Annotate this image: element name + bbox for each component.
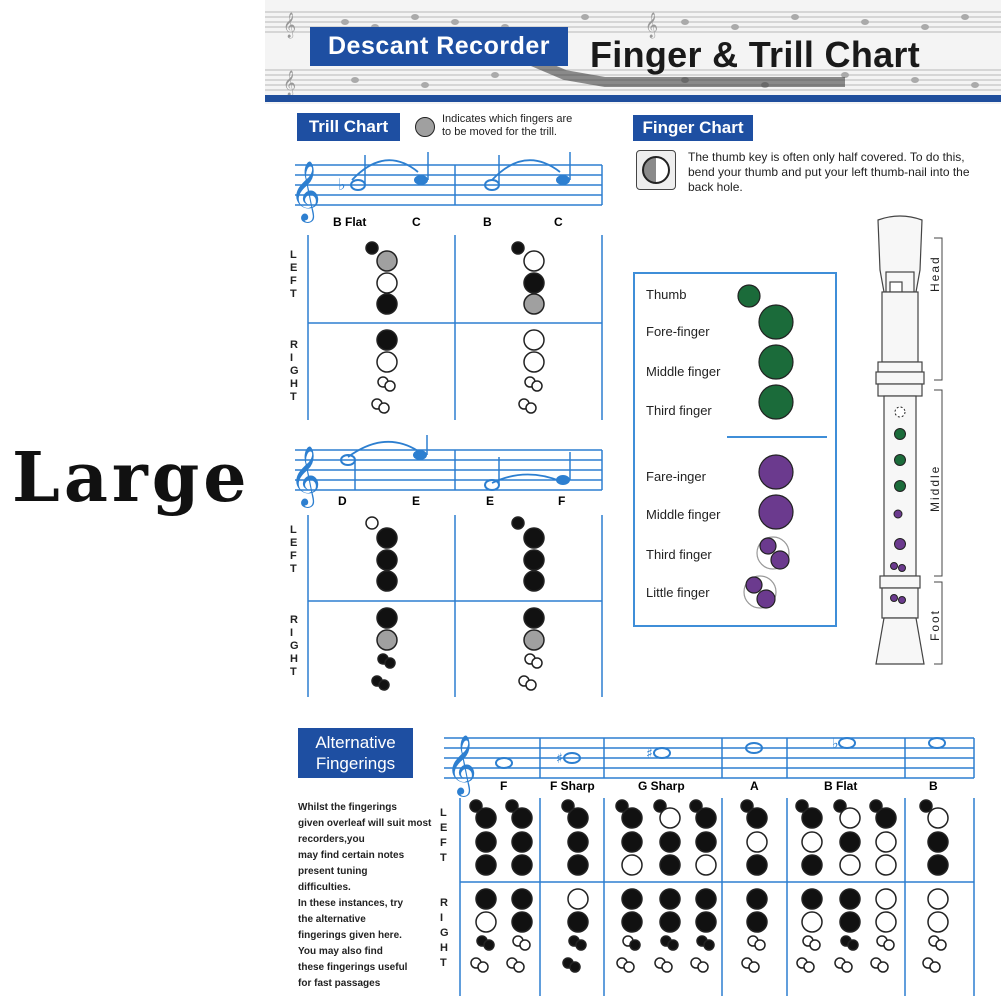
trill-note-label: B Flat — [333, 215, 366, 229]
svg-text:T: T — [290, 391, 297, 403]
svg-text:𝄞: 𝄞 — [283, 70, 296, 96]
svg-text:F: F — [290, 550, 297, 562]
alt-text-line: In these instances, try — [298, 898, 404, 909]
trill-note-label: B — [483, 215, 492, 229]
svg-text:E: E — [290, 537, 297, 549]
svg-text:T: T — [290, 666, 297, 678]
finger-label-third-right: Third finger — [646, 547, 712, 562]
alt-text-line: Whilst the fingerings — [298, 802, 397, 813]
trill-note-label: E — [412, 494, 420, 508]
finger-label-little: Little finger — [646, 585, 710, 600]
svg-text:I: I — [290, 627, 293, 639]
svg-text:I: I — [440, 912, 443, 924]
svg-text:G: G — [440, 927, 449, 939]
alt-note-label: F — [500, 779, 507, 793]
treble-clef-icon: 𝄞 — [446, 735, 477, 797]
alternative-fingerings-chart: 𝄞 ♯♯♭ F F Sharp G Sharp A B Flat B LEFT … — [440, 735, 975, 996]
alternative-fingerings-text: Whilst the fingerings given overleaf wil… — [298, 800, 438, 992]
svg-text:I: I — [290, 352, 293, 364]
trill-chart-heading: Trill Chart — [297, 113, 400, 141]
svg-text:L: L — [440, 807, 447, 819]
trill-note-label: C — [554, 215, 563, 229]
svg-text:𝄞: 𝄞 — [645, 12, 658, 38]
grey-key-legend-icon — [415, 117, 435, 137]
svg-text:G: G — [290, 640, 299, 652]
svg-text:G: G — [290, 365, 299, 377]
recorder-section-middle: Middle — [928, 464, 942, 512]
alt-text-line: may find certain notes — [298, 850, 405, 861]
finger-legend-holes — [737, 284, 794, 609]
finger-label-fore: Fore-finger — [646, 324, 710, 339]
svg-text:L: L — [290, 524, 297, 536]
alt-text-line: the alternative — [298, 914, 366, 925]
alt-text-line: recorders,you — [298, 834, 365, 845]
size-label: Large — [12, 438, 251, 518]
svg-text:T: T — [290, 288, 297, 300]
recorder-section-foot: Foot — [928, 608, 942, 641]
finger-label-middle-right: Middle finger — [646, 507, 721, 522]
sharp-icon: ♯ — [646, 746, 653, 762]
svg-text:T: T — [440, 852, 447, 864]
finger-legend-box — [633, 272, 837, 627]
alt-note-label: F Sharp — [550, 779, 595, 793]
alt-note-label: B — [929, 779, 938, 793]
svg-text:E: E — [440, 822, 447, 834]
alt-text-line: these fingerings useful — [298, 962, 408, 973]
svg-text:T: T — [290, 563, 297, 575]
svg-text:R: R — [290, 614, 298, 626]
finger-label-middle: Middle finger — [646, 364, 721, 379]
flat-icon: ♭ — [338, 175, 346, 194]
treble-clef-icon: 𝄞 — [290, 161, 321, 223]
banner-rule — [265, 95, 1001, 102]
finger-label-third: Third finger — [646, 403, 712, 418]
alt-text-line: You may also find — [298, 946, 383, 957]
alt-text-line: fingerings given here. — [298, 930, 402, 941]
recorder-section-head: Head — [928, 255, 942, 292]
svg-text:H: H — [290, 378, 298, 390]
svg-text:H: H — [440, 942, 448, 954]
page-title: Finger & Trill Chart — [590, 34, 921, 75]
trill-note-label: F — [558, 494, 565, 508]
recorder-diagram — [875, 215, 943, 665]
svg-text:R: R — [290, 339, 298, 351]
thumb-note: The thumb key is often only half covered… — [688, 150, 970, 194]
alt-text-line: for fast passages — [298, 978, 381, 989]
svg-text:𝄞: 𝄞 — [283, 12, 296, 38]
alt-text-line: given overleaf will suit most — [298, 818, 432, 829]
treble-clef-icon: 𝄞 — [290, 446, 321, 508]
finger-legend-divider — [727, 436, 827, 438]
alt-text-line: difficulties. — [298, 882, 351, 893]
descant-recorder-badge: Descant Recorder — [310, 27, 568, 66]
alt-note-label: G Sharp — [638, 779, 685, 793]
alt-note-label: B Flat — [824, 779, 857, 793]
alt-text-line: present tuning — [298, 866, 368, 877]
banner-music-staff: 𝄞 𝄞 𝄞 — [265, 11, 1001, 96]
sharp-icon: ♯ — [556, 751, 563, 767]
svg-text:T: T — [440, 957, 447, 969]
finger-chart-heading: Finger Chart — [633, 115, 753, 141]
finger-label-thumb: Thumb — [646, 287, 687, 302]
svg-text:H: H — [290, 653, 298, 665]
alternative-fingerings-heading: Alternative Fingerings — [298, 728, 413, 778]
trill-note-label: D — [338, 494, 347, 508]
finger-label-fore-right: Fare-inger — [646, 469, 706, 484]
trill-legend-note: Indicates which fingers are to be moved … — [442, 113, 573, 138]
svg-text:R: R — [440, 897, 448, 909]
trill-note-label: C — [412, 215, 421, 229]
svg-text:F: F — [440, 837, 447, 849]
half-covered-thumb-icon — [642, 156, 670, 184]
alt-note-label: A — [750, 779, 759, 793]
svg-text:E: E — [290, 262, 297, 274]
flat-icon: ♭ — [832, 736, 839, 752]
trill-note-label: E — [486, 494, 494, 508]
svg-text:L: L — [290, 249, 297, 261]
svg-text:F: F — [290, 275, 297, 287]
